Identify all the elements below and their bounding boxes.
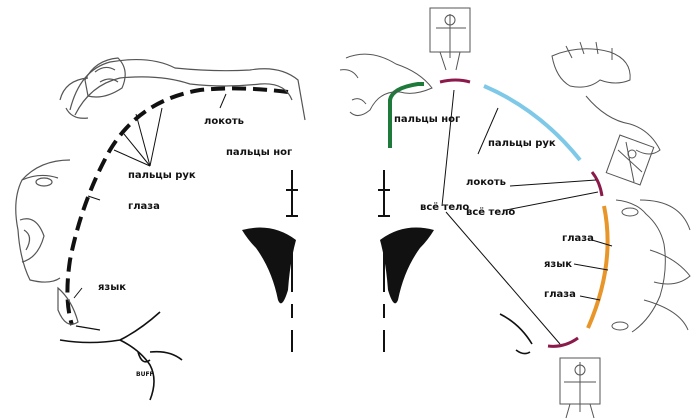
left-label-toes: пальцы ног bbox=[226, 147, 292, 158]
right-figure-bottom bbox=[559, 357, 601, 419]
left-tongue-leader bbox=[73, 287, 83, 299]
right-foot-sketch bbox=[339, 53, 433, 116]
left-label-tongue: язык bbox=[98, 282, 126, 293]
right-label-tongue: язык bbox=[544, 259, 572, 270]
right-label-body-1: всё тело bbox=[420, 201, 469, 213]
left-label-elbow: локоть bbox=[204, 116, 244, 127]
left-arm-sketch bbox=[59, 57, 306, 121]
right-segment-sky bbox=[483, 84, 582, 162]
right-face-sketch bbox=[611, 199, 691, 333]
left-tongue-arrow bbox=[75, 325, 101, 331]
right-homunculus: пальцы ног пальцы рук локоть всё тело вс… bbox=[339, 7, 691, 419]
right-label-toes: пальцы ног bbox=[394, 114, 460, 125]
left-midline-ticks bbox=[286, 170, 298, 352]
right-segment-maroon-mid bbox=[590, 171, 604, 197]
left-signature: BUFF bbox=[136, 371, 154, 378]
right-figure-mid bbox=[605, 134, 655, 186]
right-label-body-2: всё тело bbox=[466, 206, 515, 218]
right-leaders bbox=[441, 89, 613, 345]
right-midline-ticks bbox=[378, 170, 390, 352]
right-label-eyes-bottom: глаза bbox=[544, 289, 576, 300]
right-label-elbow: локоть bbox=[466, 177, 506, 188]
left-cortex-dashed-arc bbox=[65, 86, 289, 326]
left-ventricle bbox=[242, 227, 296, 304]
right-segment-orange bbox=[586, 205, 610, 329]
left-homunculus: BUFF локоть пальцы ног пальцы рук глаза … bbox=[15, 57, 306, 401]
left-face-sketch bbox=[15, 159, 79, 325]
left-brainstem-sketch bbox=[59, 311, 183, 401]
right-brainstem-sketch bbox=[499, 313, 533, 355]
right-figure-top bbox=[429, 7, 471, 71]
right-label-eyes-top: глаза bbox=[562, 233, 594, 244]
right-segment-maroon-bottom bbox=[547, 336, 579, 348]
right-label-fingers: пальцы рук bbox=[488, 138, 556, 149]
right-ventricle bbox=[380, 227, 434, 304]
left-finger-leaders bbox=[113, 107, 163, 167]
left-elbow-leader bbox=[219, 93, 227, 109]
left-label-fingers: пальцы рук bbox=[128, 170, 196, 181]
right-hand-sketch bbox=[551, 41, 661, 155]
left-label-eyes: глаза bbox=[128, 201, 160, 212]
right-segment-green bbox=[388, 82, 424, 148]
left-eyes-leader bbox=[87, 195, 101, 201]
right-segment-maroon-top bbox=[439, 78, 471, 84]
